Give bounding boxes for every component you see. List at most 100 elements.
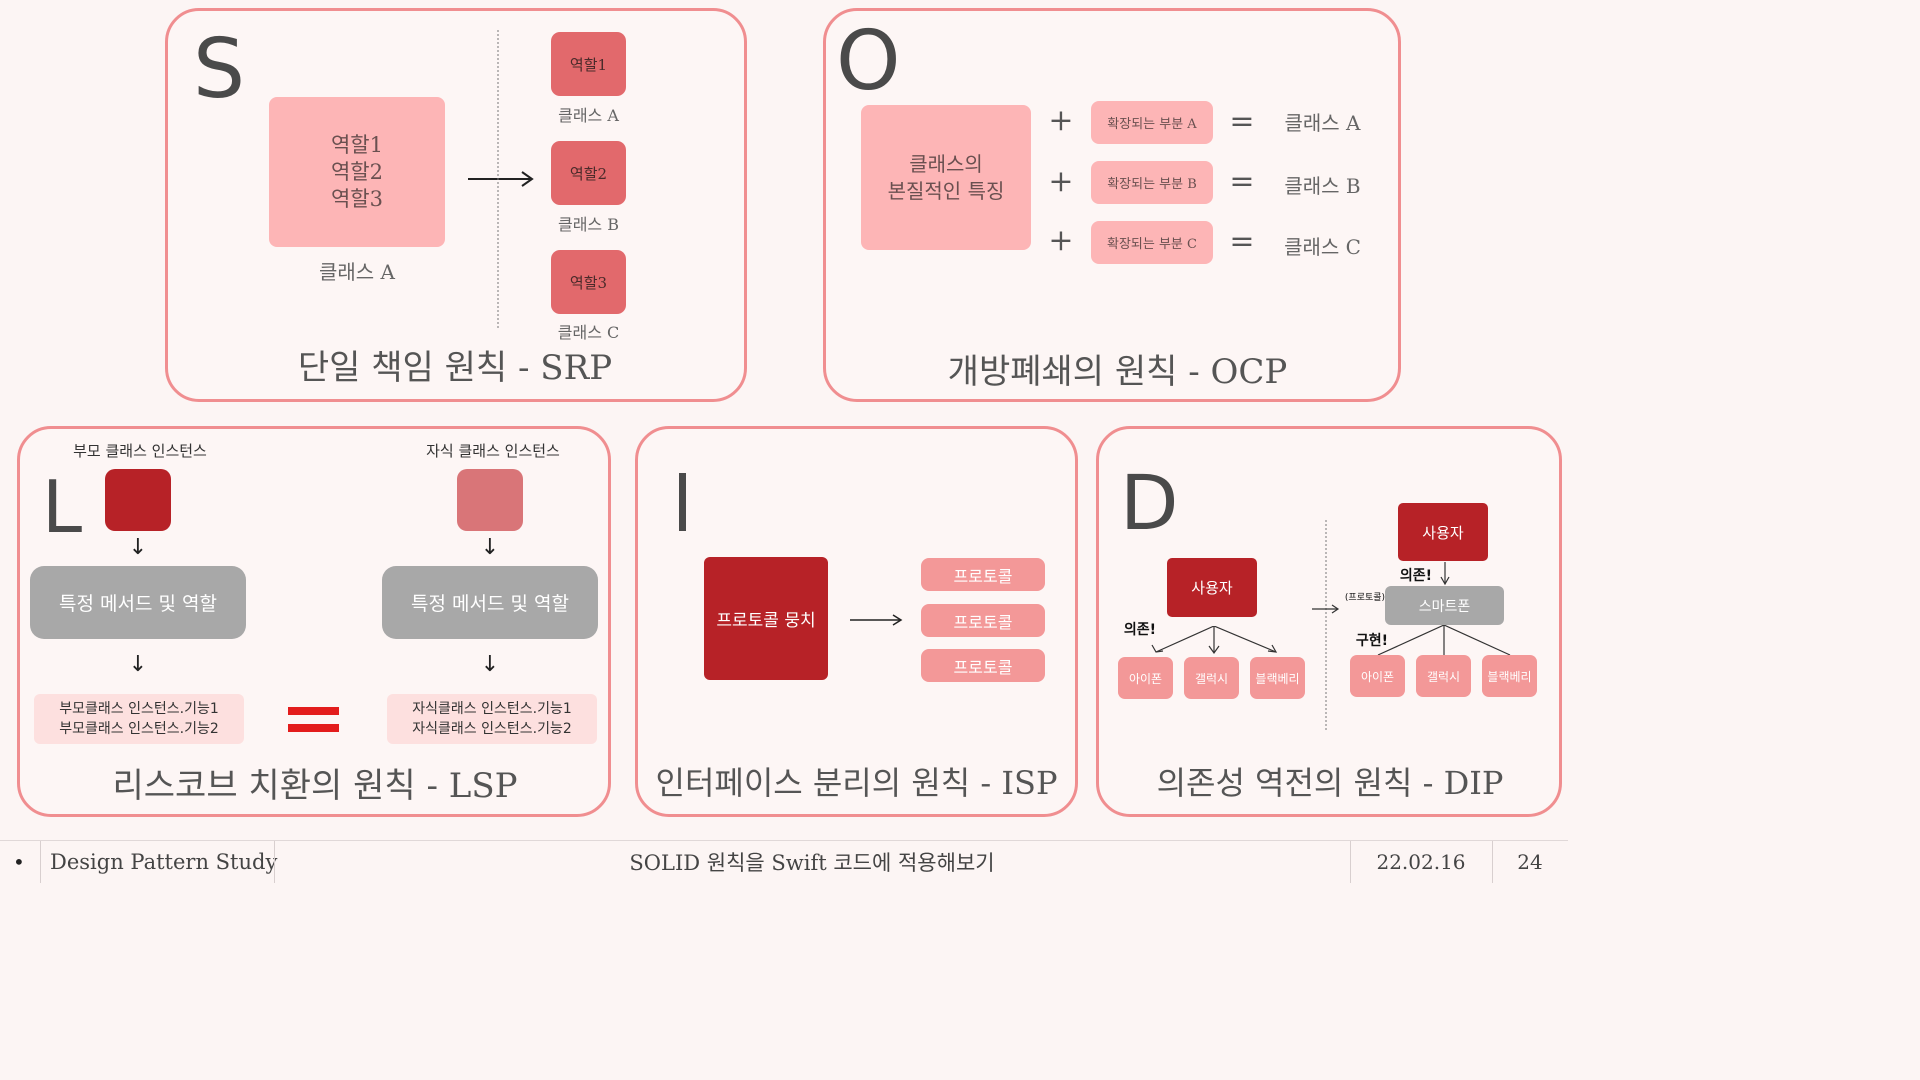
dip-divider <box>1325 520 1327 730</box>
isp-protocol-box: 프로토콜 <box>921 604 1045 637</box>
ocp-extension-label: 확장되는 부분 B <box>1107 177 1197 192</box>
footer-divider <box>274 841 275 883</box>
srp-role-box-2: 역할2 <box>551 141 626 205</box>
ocp-letter: O <box>836 14 901 109</box>
footer-bullet: • <box>13 850 25 874</box>
srp-role-box-3: 역할3 <box>551 250 626 314</box>
ocp-extension-box: 확장되는 부분 B <box>1091 161 1213 204</box>
dip-phone-label: 아이폰 <box>1128 671 1163 686</box>
dip-phone-box: 갤럭시 <box>1184 657 1239 699</box>
srp-box-line: 역할2 <box>330 159 383 184</box>
footer-subject: SOLID 원칙을 Swift 코드에 적용해보기 <box>629 851 995 875</box>
dip-abstract-label: 스마트폰 <box>1418 598 1471 615</box>
dip-phone-label: 갤럭시 <box>1194 671 1229 686</box>
footer-study-name: Design Pattern Study <box>50 850 278 874</box>
lsp-equals-sign <box>288 707 339 732</box>
isp-protocol-box: 프로토콜 <box>921 558 1045 591</box>
ocp-extension-box: 확장되는 부분 A <box>1091 101 1213 144</box>
lsp-result-line: 자식클래스 인스턴스.기능1 <box>412 701 572 717</box>
dip-phone-label: 갤럭시 <box>1426 669 1461 684</box>
srp-letter: S <box>193 22 246 117</box>
ocp-result: 클래스 A <box>1284 111 1361 135</box>
srp-role-caption: 클래스 A <box>558 106 619 125</box>
srp-role-box-1: 역할1 <box>551 32 626 96</box>
dip-user-label: 사용자 <box>1422 523 1464 542</box>
ocp-extension-box: 확장되는 부분 C <box>1091 221 1213 264</box>
srp-arrow <box>468 171 534 187</box>
ocp-core-line: 본질적인 특징 <box>887 178 1005 203</box>
isp-protocol-label: 프로토콜 <box>953 612 1013 632</box>
lsp-arrow-down: ↓ <box>480 535 500 560</box>
dip-phone-box: 갤럭시 <box>1416 655 1471 697</box>
ocp-extension-label: 확장되는 부분 C <box>1107 237 1197 252</box>
footer-divider <box>40 841 41 883</box>
dip-phone-label: 블랙베리 <box>1487 669 1532 684</box>
lsp-child-instance <box>457 469 523 531</box>
dip-letter: D <box>1120 458 1179 547</box>
lsp-parent-results-box: 부모클래스 인스턴스.기능1 부모클래스 인스턴스.기능2 <box>34 694 244 744</box>
lsp-child-results-box: 자식클래스 인스턴스.기능1 자식클래스 인스턴스.기능2 <box>387 694 597 744</box>
isp-bundle-box: 프로토콜 뭉치 <box>704 557 828 680</box>
srp-role-label: 역할2 <box>569 164 608 183</box>
dip-implement-label: 구현! <box>1355 633 1389 649</box>
ocp-core-box: 클래스의 본질적인 특징 <box>861 105 1031 250</box>
srp-role-caption: 클래스 C <box>557 323 620 342</box>
dip-depend-label: 의존! <box>1123 622 1157 638</box>
srp-box-line: 역할3 <box>330 186 383 211</box>
dip-title: 의존성 역전의 원칙 - DIP <box>1156 764 1504 802</box>
srp-box-caption: 클래스 A <box>318 260 395 284</box>
ocp-equals: = <box>1229 104 1255 139</box>
srp-title: 단일 책임 원칙 - SRP <box>297 348 613 388</box>
dip-left-branches <box>1151 626 1278 655</box>
lsp-method-label: 특정 메서드 및 역할 <box>411 593 569 615</box>
isp-protocol-label: 프로토콜 <box>953 657 1013 677</box>
ocp-core-line: 클래스의 <box>909 151 983 176</box>
lsp-result-line: 부모클래스 인스턴스.기능2 <box>59 721 219 737</box>
srp-divider <box>497 30 499 328</box>
ocp-equals: = <box>1229 224 1255 259</box>
ocp-equals: = <box>1229 164 1255 199</box>
footer-bar: • Design Pattern Study SOLID 원칙을 Swift 코… <box>0 840 1568 883</box>
srp-box-line: 역할1 <box>330 132 383 157</box>
lsp-child-method-box: 특정 메서드 및 역할 <box>382 566 598 639</box>
lsp-parent-instance <box>105 469 171 531</box>
lsp-arrow-down: ↓ <box>480 652 500 677</box>
dip-transition-arrow <box>1312 604 1340 614</box>
lsp-result-line: 부모클래스 인스턴스.기능1 <box>59 701 219 717</box>
dip-phone-label: 블랙베리 <box>1255 671 1300 686</box>
lsp-arrow-down: ↓ <box>128 652 148 677</box>
dip-phone-box: 아이폰 <box>1118 657 1173 699</box>
lsp-result-line: 자식클래스 인스턴스.기능2 <box>412 721 572 737</box>
footer-page-number: 24 <box>1517 850 1543 874</box>
dip-user-box: 사용자 <box>1167 558 1257 617</box>
isp-bundle-label: 프로토콜 뭉치 <box>716 611 816 631</box>
ocp-plus: + <box>1048 223 1074 258</box>
dip-user-box: 사용자 <box>1398 503 1488 561</box>
dip-depend-arrow <box>1440 562 1450 586</box>
isp-letter-glyph <box>679 473 686 531</box>
isp-protocol-box: 프로토콜 <box>921 649 1045 682</box>
lsp-child-header: 자식 클래스 인스턴스 <box>426 442 560 460</box>
footer-divider <box>1350 841 1351 883</box>
dip-phone-box: 블랙베리 <box>1250 657 1305 699</box>
dip-protocol-tag: (프로토콜) <box>1344 593 1386 603</box>
isp-title: 인터페이스 분리의 원칙 - ISP <box>655 764 1058 802</box>
srp-multi-role-box: 역할1 역할2 역할3 <box>269 97 445 247</box>
ocp-extension-label: 확장되는 부분 A <box>1107 117 1197 132</box>
lsp-parent-header: 부모 클래스 인스턴스 <box>73 442 207 460</box>
lsp-title: 리스코브 치환의 원칙 - LSP <box>112 766 518 806</box>
srp-role-label: 역할1 <box>569 55 608 74</box>
dip-depend-label: 의존! <box>1399 568 1433 584</box>
ocp-plus: + <box>1048 164 1074 199</box>
dip-phone-box: 블랙베리 <box>1482 655 1537 697</box>
footer-divider <box>1492 841 1493 883</box>
srp-panel <box>165 8 747 402</box>
ocp-result: 클래스 B <box>1284 174 1361 198</box>
dip-user-label: 사용자 <box>1191 579 1233 597</box>
dip-phone-label: 아이폰 <box>1360 669 1395 684</box>
footer-date: 22.02.16 <box>1376 850 1466 874</box>
ocp-title: 개방폐쇄의 원칙 - OCP <box>947 352 1288 392</box>
lsp-letter: L <box>42 465 83 549</box>
srp-role-caption: 클래스 B <box>557 215 619 234</box>
lsp-parent-method-box: 특정 메서드 및 역할 <box>30 566 246 639</box>
